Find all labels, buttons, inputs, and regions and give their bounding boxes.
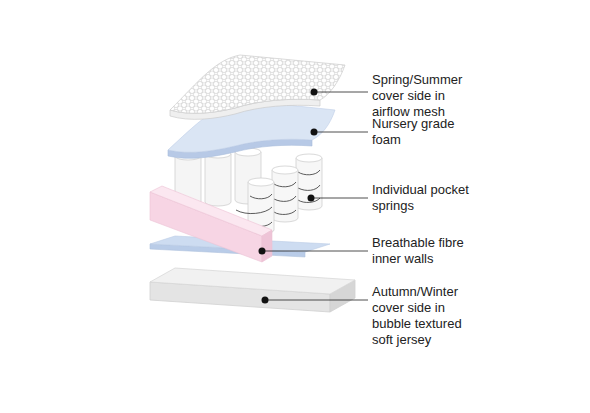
spring-cylinder (205, 154, 231, 206)
leader-line (311, 198, 368, 199)
leader-line (262, 251, 368, 252)
callout-label: Nursery grade foam (372, 116, 472, 148)
block-top-face (150, 186, 272, 236)
callout-label: Autumn/Winter cover side in bubble textu… (372, 284, 476, 348)
leader-lines (262, 92, 368, 300)
leader-line (314, 92, 368, 93)
leader-dot (311, 89, 318, 96)
block-side-face (262, 230, 272, 262)
callout-label: Individual pocket springs (372, 182, 490, 214)
spring-top (296, 154, 322, 162)
pocket-spring (272, 166, 298, 222)
spring-coil (274, 182, 296, 214)
cover-top-face (170, 55, 345, 113)
spring-top (272, 166, 298, 174)
callout-label: Spring/Summer cover side in airflow mesh (372, 72, 472, 120)
pocket-spring (296, 154, 322, 210)
spring-coil (298, 170, 320, 202)
leader-line (265, 300, 368, 301)
slab-top-face (150, 268, 355, 294)
leader-dot (311, 129, 318, 136)
fibre-wall-block (150, 186, 272, 262)
spring-cylinder (272, 170, 298, 222)
spring-top (248, 178, 274, 186)
leader-dot (259, 248, 266, 255)
top-cover-layer (170, 55, 345, 119)
leader-dot (262, 297, 269, 304)
leader-dot (308, 195, 315, 202)
callout-label: Breathable fibre inner walls (372, 235, 484, 267)
leader-line (314, 132, 368, 133)
mesh-texture (170, 55, 345, 113)
spring-cylinder (296, 158, 322, 210)
leader-dots (259, 89, 318, 304)
bottom-cover-layer (150, 268, 355, 312)
